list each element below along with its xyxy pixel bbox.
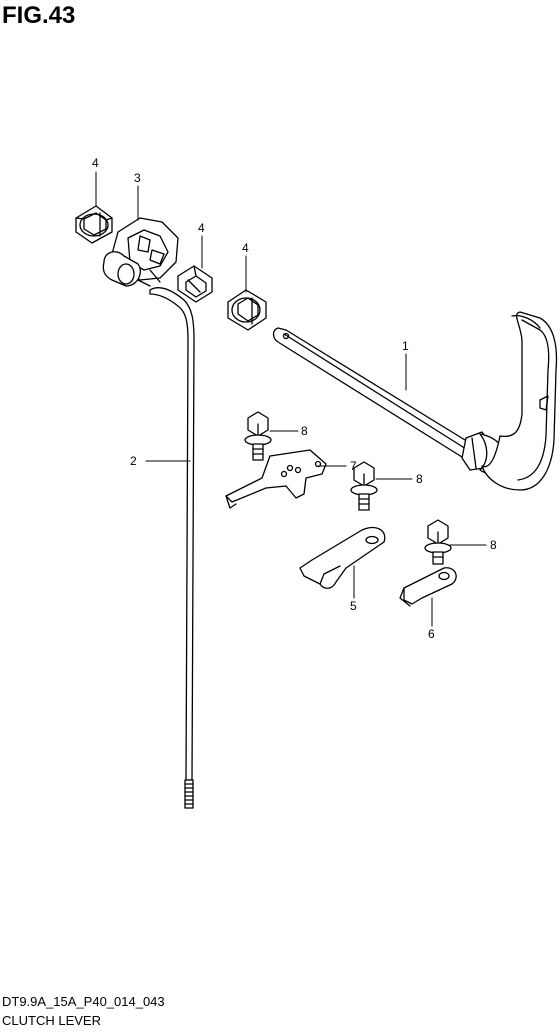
bushing-part-4-left: [75, 205, 113, 244]
bushing-part-4-middle: [177, 265, 213, 303]
callout-5: 5: [350, 599, 357, 613]
callout-labels: 4 3 4 4 1 2 8 7 8 5 8 6: [92, 156, 497, 641]
bracket-part-7: [225, 449, 327, 509]
plate-part-6: [399, 567, 457, 607]
callout-1: 1: [402, 339, 409, 353]
callout-7: 7: [350, 459, 357, 473]
callout-4-right: 4: [242, 241, 249, 255]
figure-name: CLUTCH LEVER: [2, 1013, 101, 1028]
figure-code: DT9.9A_15A_P40_014_043: [2, 994, 165, 1009]
bolt-part-8-middle: [350, 461, 378, 511]
callout-3: 3: [134, 171, 141, 185]
bolt-part-8-right: [424, 519, 452, 565]
callout-2: 2: [130, 454, 137, 468]
callout-4-middle: 4: [198, 221, 205, 235]
clutch-cam-part-3: [102, 217, 179, 287]
callout-8-upper: 8: [301, 424, 308, 438]
callout-4-left: 4: [92, 156, 99, 170]
bushing-part-4-right: [227, 289, 267, 331]
bolt-part-8-upper: [244, 411, 272, 461]
rod-part-2: [149, 286, 195, 809]
leader-lines: [95, 171, 487, 627]
plate-part-5: [299, 527, 386, 589]
figure-title: FIG.43: [2, 2, 76, 29]
clutch-lever-part-1: [272, 311, 558, 491]
callout-6: 6: [428, 627, 435, 641]
callout-8-middle: 8: [416, 472, 423, 486]
callout-8-right: 8: [490, 538, 497, 552]
